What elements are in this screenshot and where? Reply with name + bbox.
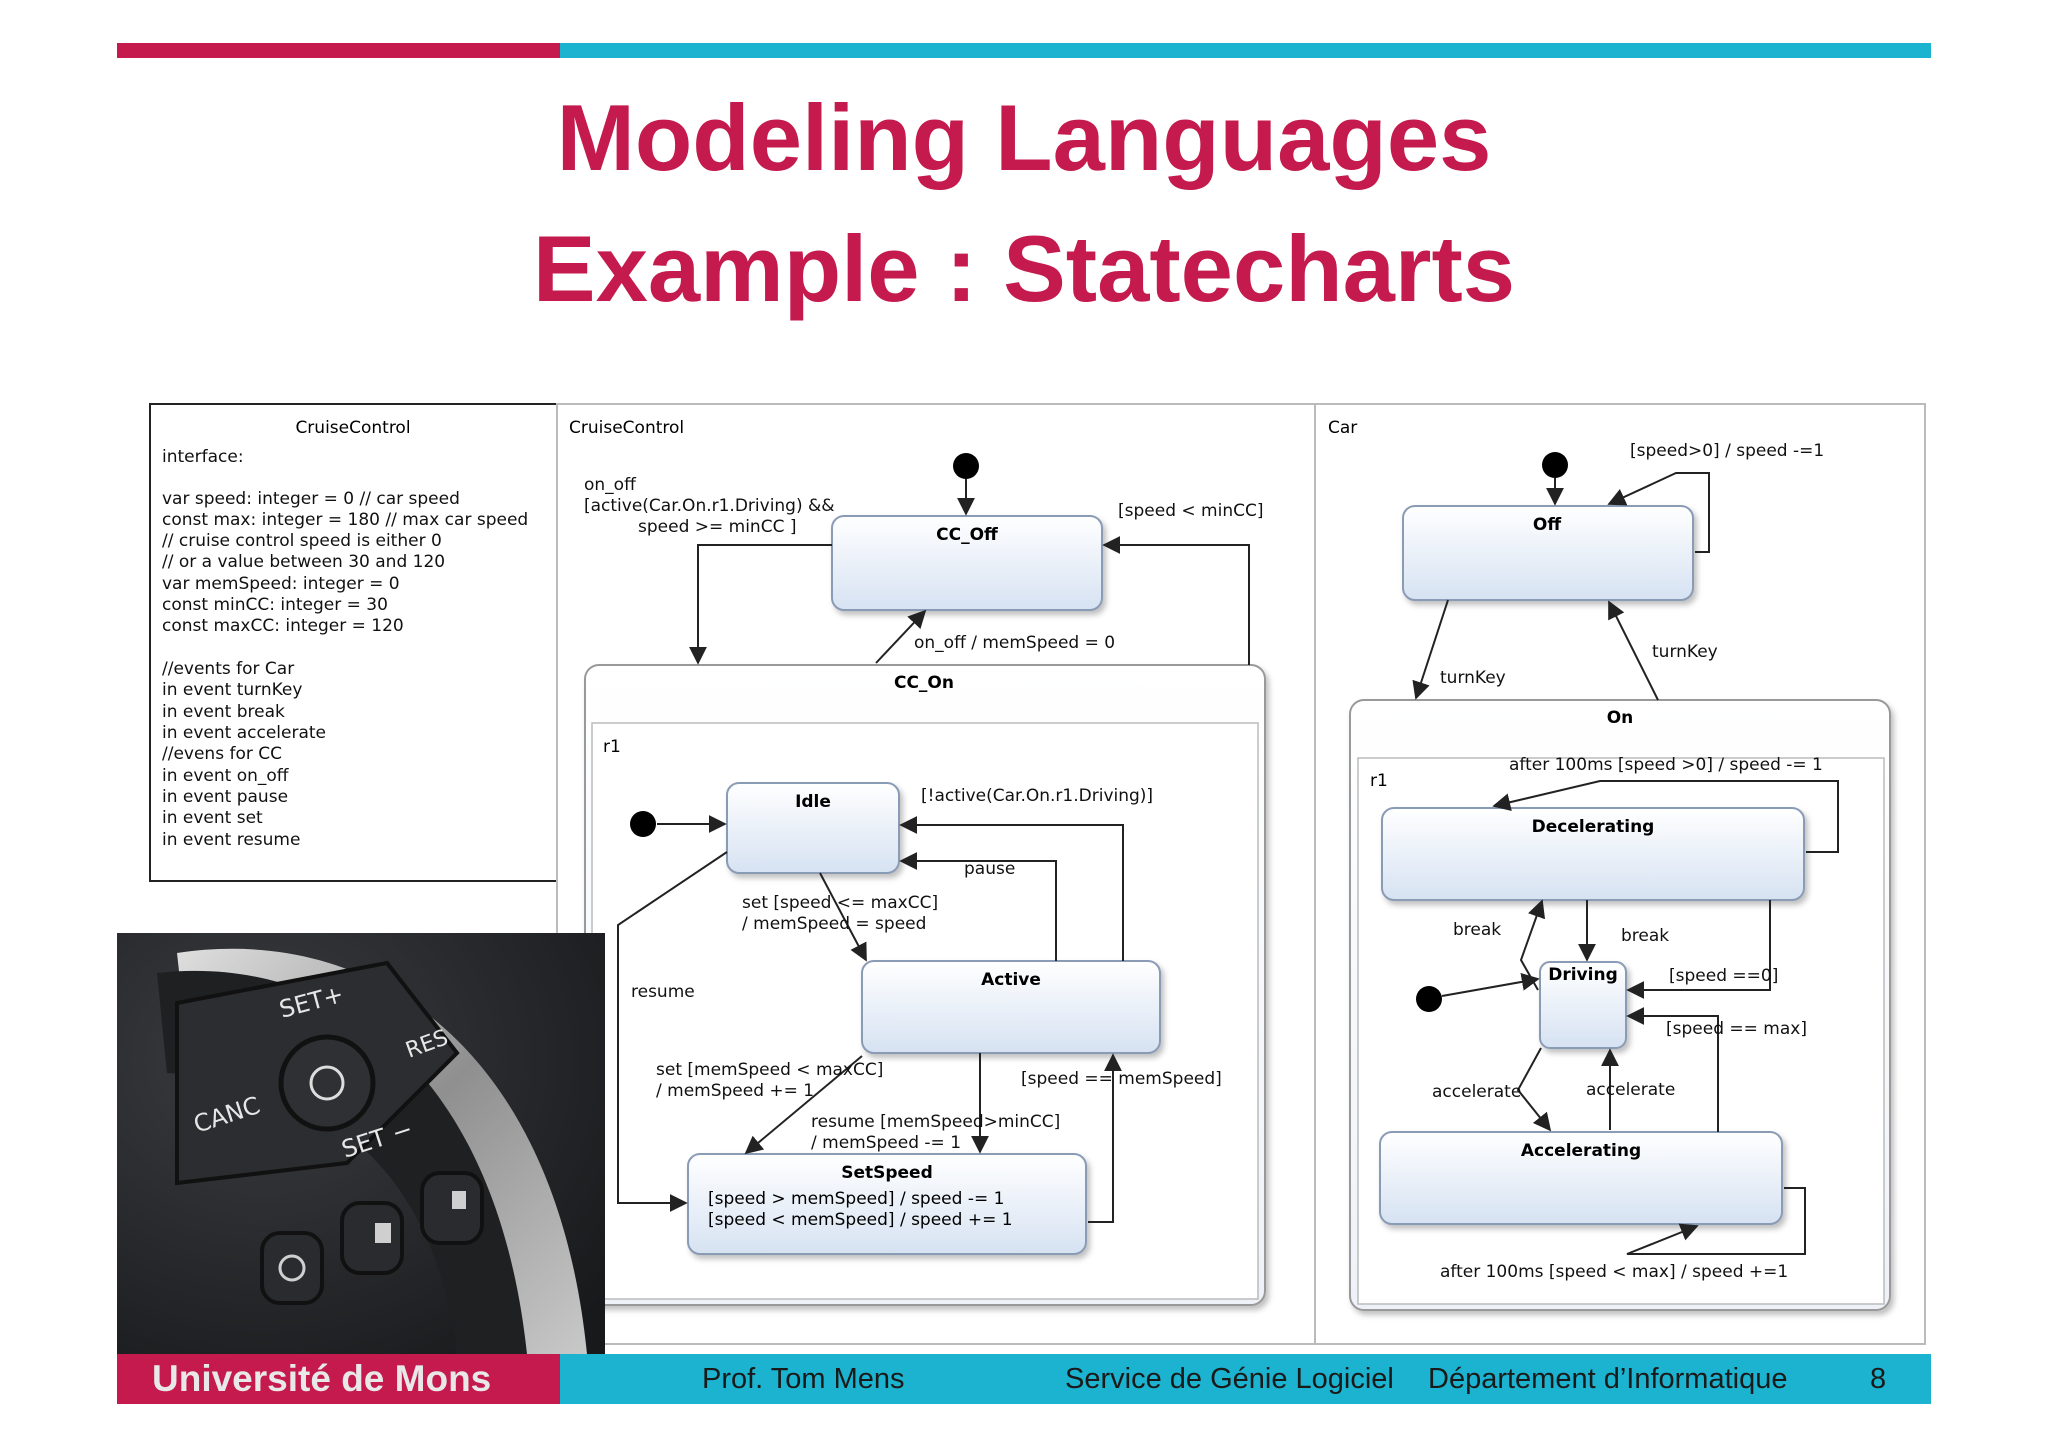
footer-department: Département d’Informatique xyxy=(1428,1363,1788,1395)
label-resume: resume xyxy=(631,982,695,1002)
footer-bar-red xyxy=(117,1354,560,1404)
label-not-driving: [!active(Car.On.r1.Driving)] xyxy=(921,786,1153,806)
state-setspeed-label: SetSpeed xyxy=(841,1163,933,1183)
state-decelerating-label: Decelerating xyxy=(1532,817,1655,837)
svg-text:in event resume: in event resume xyxy=(162,830,300,850)
label-break-down: break xyxy=(1621,926,1669,946)
initial-dot-cc-r1 xyxy=(630,811,656,837)
label-set-active-1: set [memSpeed < maxCC] xyxy=(656,1060,883,1080)
cruise-panel-label: CruiseControl xyxy=(569,418,684,438)
footer-service: Service de Génie Logiciel xyxy=(1065,1363,1394,1395)
label-resume-active-2: / memSpeed -= 1 xyxy=(811,1133,961,1153)
state-active xyxy=(861,960,1161,1054)
page-number: 8 xyxy=(1870,1363,1887,1395)
label-speed-lt-mincc: [speed < minCC] xyxy=(1118,501,1263,521)
label-off-self: [speed>0] / speed -=1 xyxy=(1630,441,1824,461)
interface-title: CruiseControl xyxy=(295,418,410,438)
label-set-idle-2: / memSpeed = speed xyxy=(742,914,926,934)
state-accelerating xyxy=(1379,1131,1783,1225)
label-speed-eq-mem: [speed == memSpeed] xyxy=(1021,1069,1222,1089)
state-driving xyxy=(1539,961,1627,1049)
state-cc-on-label: CC_On xyxy=(894,673,954,693)
region-car-r1-label: r1 xyxy=(1370,771,1388,791)
initial-dot-car-r1 xyxy=(1416,986,1442,1012)
svg-text:interface:: interface: xyxy=(162,447,244,467)
svg-text:var memSpeed: integer = 0: var memSpeed: integer = 0 xyxy=(162,574,400,594)
label-turnkey-down: turnKey xyxy=(1440,668,1506,688)
state-cc-off-label: CC_Off xyxy=(936,525,998,545)
car-panel-label: Car xyxy=(1328,418,1357,438)
svg-text:in event turnKey: in event turnKey xyxy=(162,680,302,700)
label-decel-self: after 100ms [speed >0] / speed -= 1 xyxy=(1509,755,1823,775)
state-decelerating xyxy=(1381,807,1805,901)
label-break-up: break xyxy=(1453,920,1501,940)
setspeed-action-2: [speed < memSpeed] / speed += 1 xyxy=(708,1210,1013,1230)
label-on-off-enter-2: [active(Car.On.r1.Driving) && xyxy=(584,496,835,516)
slide-title-line1: Modeling Languages xyxy=(556,85,1492,190)
state-idle xyxy=(726,782,900,874)
footer-professor: Prof. Tom Mens xyxy=(702,1363,905,1395)
initial-dot-cc xyxy=(953,453,979,479)
slide-title-line2: Example : Statecharts xyxy=(532,216,1516,321)
state-accelerating-label: Accelerating xyxy=(1521,1141,1641,1161)
label-accel-self: after 100ms [speed < max] / speed +=1 xyxy=(1440,1262,1788,1282)
label-resume-active-1: resume [memSpeed>minCC] xyxy=(811,1112,1060,1132)
svg-text://evens for CC: //evens for CC xyxy=(162,744,282,764)
state-off-label: Off xyxy=(1533,515,1561,535)
svg-text:in event pause: in event pause xyxy=(162,787,288,807)
state-idle-label: Idle xyxy=(795,792,831,812)
svg-text:const minCC: integer = 30: const minCC: integer = 30 xyxy=(162,595,388,615)
footer-bar-cyan xyxy=(560,1354,1931,1404)
label-on-off-enter-1: on_off xyxy=(584,475,637,495)
footer-university: Université de Mons xyxy=(152,1358,492,1399)
label-set-idle-1: set [speed <= maxCC] xyxy=(742,893,938,913)
header-bar-cyan xyxy=(560,43,1931,58)
state-setspeed xyxy=(687,1153,1087,1255)
label-accelerate-up: accelerate xyxy=(1586,1080,1675,1100)
interface-box xyxy=(149,403,558,882)
cruise-transition-labels: on_off [active(Car.On.r1.Driving) && spe… xyxy=(584,475,1263,1153)
svg-text:in event accelerate: in event accelerate xyxy=(162,723,326,743)
svg-text:in event break: in event break xyxy=(162,702,285,722)
region-cc-r1-label: r1 xyxy=(603,737,621,757)
svg-text:const maxCC: integer = 120: const maxCC: integer = 120 xyxy=(162,616,404,636)
svg-text:in event on_off: in event on_off xyxy=(162,766,290,786)
label-pause: pause xyxy=(964,859,1015,879)
state-active-label: Active xyxy=(981,970,1041,990)
state-cc-off xyxy=(831,515,1103,611)
cruise-transitions xyxy=(617,479,1250,1223)
initial-dot-car xyxy=(1542,452,1568,478)
svg-text://events for Car: //events for Car xyxy=(162,659,294,679)
state-driving-label: Driving xyxy=(1548,965,1618,985)
interface-lines: interface: var speed: integer = 0 // car… xyxy=(162,447,528,850)
car-transitions xyxy=(1412,472,1839,1255)
label-on-off-exit: on_off / memSpeed = 0 xyxy=(914,633,1115,653)
state-on-label: On xyxy=(1607,708,1634,728)
car-transition-labels: [speed>0] / speed -=1 turnKey turnKey af… xyxy=(1432,441,1824,1282)
steering-wheel-photo: SET+ RES CANC SET − xyxy=(117,933,605,1354)
label-speed-max: [speed == max] xyxy=(1666,1019,1807,1039)
svg-text:in event set: in event set xyxy=(162,808,263,828)
label-accelerate-down: accelerate xyxy=(1432,1082,1521,1102)
label-turnkey-up: turnKey xyxy=(1652,642,1718,662)
header-bar-red xyxy=(117,43,560,58)
setspeed-action-1: [speed > memSpeed] / speed -= 1 xyxy=(708,1189,1004,1209)
label-speed-zero: [speed ==0] xyxy=(1669,966,1778,986)
label-set-active-2: / memSpeed += 1 xyxy=(656,1081,814,1101)
svg-text:var speed: integer = 0 // car: var speed: integer = 0 // car speed xyxy=(162,489,460,509)
svg-text:const max: integer = 180 // ma: const max: integer = 180 // max car spee… xyxy=(162,510,528,530)
state-off xyxy=(1402,505,1694,601)
svg-text:// cruise control speed is eit: // cruise control speed is either 0 xyxy=(162,531,442,551)
label-on-off-enter-3: speed >= minCC ] xyxy=(638,517,797,537)
svg-text:// or a value between 30 and 1: // or a value between 30 and 120 xyxy=(162,552,445,572)
